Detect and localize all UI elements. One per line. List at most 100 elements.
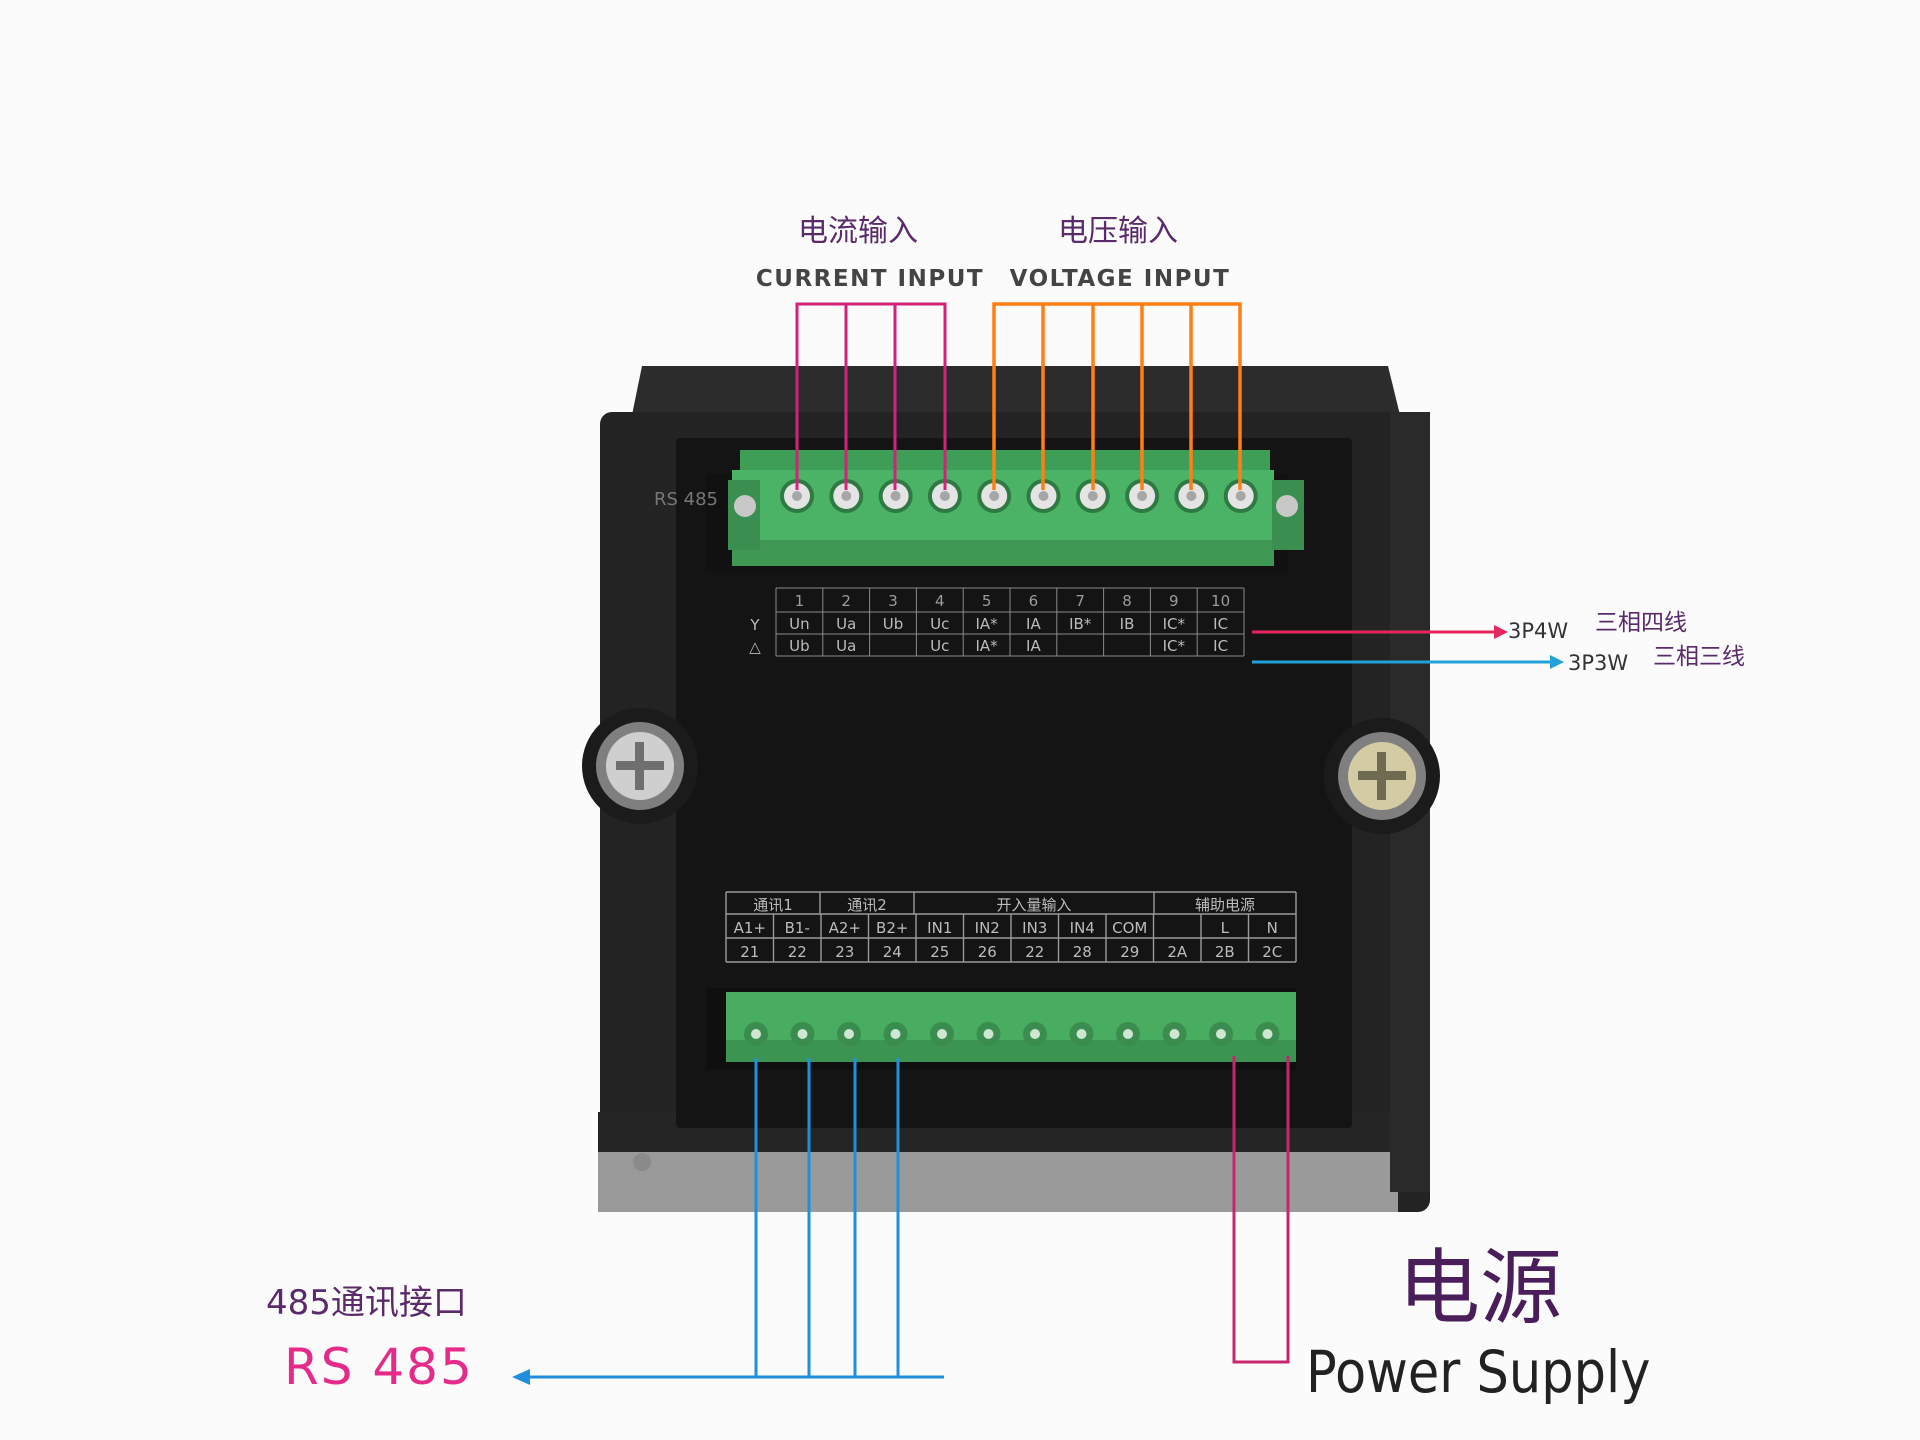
p4w-label: 3P4W bbox=[1508, 619, 1568, 643]
lower-grid-number: 25 bbox=[930, 943, 949, 961]
p4w-arrow bbox=[1252, 625, 1508, 639]
lower-terminal-pin bbox=[930, 1022, 954, 1046]
lower-terminal-label-grid: 通讯1 通讯2 开入量输入 辅助电源 A1+21B1-22A2+23B2+24I… bbox=[725, 891, 1297, 963]
upper-terminal-screw bbox=[1174, 479, 1209, 513]
lower-grid-number: 2B bbox=[1215, 943, 1235, 961]
p3w-label: 3P3W bbox=[1568, 651, 1628, 675]
lower-grid-number: 26 bbox=[978, 943, 997, 961]
lower-grid-number: 23 bbox=[835, 943, 854, 961]
upper-grid-cell: 10 bbox=[1211, 592, 1230, 610]
lower-grid-signal: IN3 bbox=[1022, 919, 1047, 937]
upper-grid-cell: Ub bbox=[789, 637, 810, 655]
upper-grid-cell: IB* bbox=[1069, 615, 1092, 633]
upper-grid-cell: Ua bbox=[836, 637, 856, 655]
lower-grid-signal: B2+ bbox=[876, 919, 908, 937]
lower-grid-number: 2A bbox=[1167, 943, 1188, 961]
rs485-cn-label: 485通讯接口 bbox=[266, 1283, 467, 1323]
lower-terminal-pin bbox=[837, 1022, 861, 1046]
row-delta-symbol: △ bbox=[749, 638, 761, 656]
small-screw-icon bbox=[633, 1153, 651, 1171]
upper-terminal-screw bbox=[780, 479, 814, 513]
lower-terminal-block bbox=[706, 988, 1296, 1070]
upper-grid-cell: Uc bbox=[930, 637, 949, 655]
upper-terminal-screw bbox=[1223, 479, 1258, 513]
p4w-cn-label: 三相四线 bbox=[1595, 610, 1687, 636]
left-mounting-screw bbox=[582, 708, 698, 824]
lower-grid-number: 21 bbox=[740, 943, 759, 961]
upper-grid-cell: 2 bbox=[841, 592, 851, 610]
lower-terminal-pin bbox=[1162, 1022, 1187, 1046]
lower-terminal-pin bbox=[1209, 1022, 1233, 1046]
power-en-label: Power Supply bbox=[1306, 1338, 1650, 1406]
rs485-arrow-head bbox=[512, 1369, 530, 1385]
faint-rs485-print: RS 485 bbox=[654, 489, 718, 510]
lower-grid-number: 22 bbox=[1025, 943, 1044, 961]
group-comm1: 通讯1 bbox=[753, 896, 793, 914]
upper-grid-cell: 3 bbox=[888, 592, 898, 610]
upper-grid-cell: 7 bbox=[1075, 592, 1085, 610]
lower-grid-signal: L bbox=[1221, 919, 1230, 937]
upper-grid-cell: IA bbox=[1026, 615, 1041, 633]
lower-grid-signal: A1+ bbox=[734, 919, 766, 937]
voltage-input-cn-label: 电压输入 bbox=[1058, 214, 1178, 249]
right-mounting-screw bbox=[1324, 718, 1440, 834]
power-cn-label: 电源 bbox=[1398, 1241, 1562, 1336]
upper-grid-cell: 1 bbox=[795, 592, 805, 610]
lower-terminal-pin bbox=[1023, 1022, 1047, 1046]
upper-grid-cell: Un bbox=[789, 615, 810, 633]
upper-grid-cell: 6 bbox=[1029, 592, 1039, 610]
voltage-input-wires bbox=[992, 302, 1242, 490]
upper-terminal-screw bbox=[1125, 479, 1160, 513]
group-comm2: 通讯2 bbox=[847, 896, 887, 914]
lower-grid-number: 28 bbox=[1073, 943, 1092, 961]
lower-terminal-pin bbox=[1069, 1022, 1094, 1046]
lower-terminal-pin bbox=[1116, 1022, 1140, 1046]
upper-grid-cell: Uc bbox=[930, 615, 949, 633]
lower-grid-signal: N bbox=[1267, 919, 1278, 937]
lower-terminal-pin bbox=[790, 1022, 815, 1046]
lower-grid-number: 2C bbox=[1262, 943, 1282, 961]
upper-grid-cell: IA* bbox=[976, 637, 999, 655]
lower-grid-signal: IN2 bbox=[975, 919, 1000, 937]
lower-terminal-pin bbox=[1255, 1022, 1280, 1046]
lower-grid-signal: A2+ bbox=[829, 919, 861, 937]
upper-grid-cell: 4 bbox=[935, 592, 945, 610]
current-input-cn-label: 电流输入 bbox=[798, 214, 918, 249]
lower-grid-signal: COM bbox=[1112, 919, 1147, 937]
rs485-wires bbox=[528, 1058, 944, 1379]
lower-grid-number: 22 bbox=[788, 943, 807, 961]
upper-grid-cell: IB bbox=[1120, 615, 1135, 633]
upper-terminal-screw bbox=[977, 479, 1012, 513]
upper-grid-cell: IC bbox=[1213, 615, 1228, 633]
upper-grid-cell: IA* bbox=[976, 615, 999, 633]
lower-terminal-pin bbox=[744, 1022, 768, 1046]
power-supply-wires bbox=[1232, 1056, 1290, 1364]
upper-grid-cell: 8 bbox=[1122, 592, 1132, 610]
upper-grid-cell: Ub bbox=[883, 615, 904, 633]
upper-grid-cell: IC* bbox=[1163, 615, 1186, 633]
lower-grid-number: 24 bbox=[883, 943, 902, 961]
lower-terminal-pin bbox=[883, 1022, 908, 1046]
current-input-en-label: CURRENT INPUT bbox=[756, 266, 984, 292]
upper-terminal-screw bbox=[829, 479, 864, 513]
row-y-symbol: Y bbox=[749, 616, 760, 634]
upper-grid-cell: 5 bbox=[982, 592, 992, 610]
upper-grid-cell: Ua bbox=[836, 615, 856, 633]
p3w-arrow bbox=[1252, 655, 1564, 669]
current-input-wires bbox=[795, 302, 947, 490]
upper-terminal-screw bbox=[878, 479, 913, 513]
lower-terminal-pin bbox=[976, 1022, 1001, 1046]
upper-terminal-label-grid: Y △ 1UnUb2UaUa3Ub4UcUc5IA*IA*6IAIA7IB*8I… bbox=[749, 587, 1245, 657]
upper-terminal-block bbox=[706, 450, 1304, 572]
lower-grid-signal: IN4 bbox=[1070, 919, 1095, 937]
group-aux-power: 辅助电源 bbox=[1195, 896, 1255, 914]
upper-grid-cell: IC* bbox=[1163, 637, 1186, 655]
meter-back-panel bbox=[676, 438, 1352, 1128]
voltage-input-en-label: VOLTAGE INPUT bbox=[1010, 266, 1231, 292]
lower-grid-number: 29 bbox=[1120, 943, 1139, 961]
upper-terminal-screw bbox=[1026, 479, 1061, 513]
upper-grid-cell: 9 bbox=[1169, 592, 1179, 610]
group-digital-input: 开入量输入 bbox=[996, 896, 1071, 914]
